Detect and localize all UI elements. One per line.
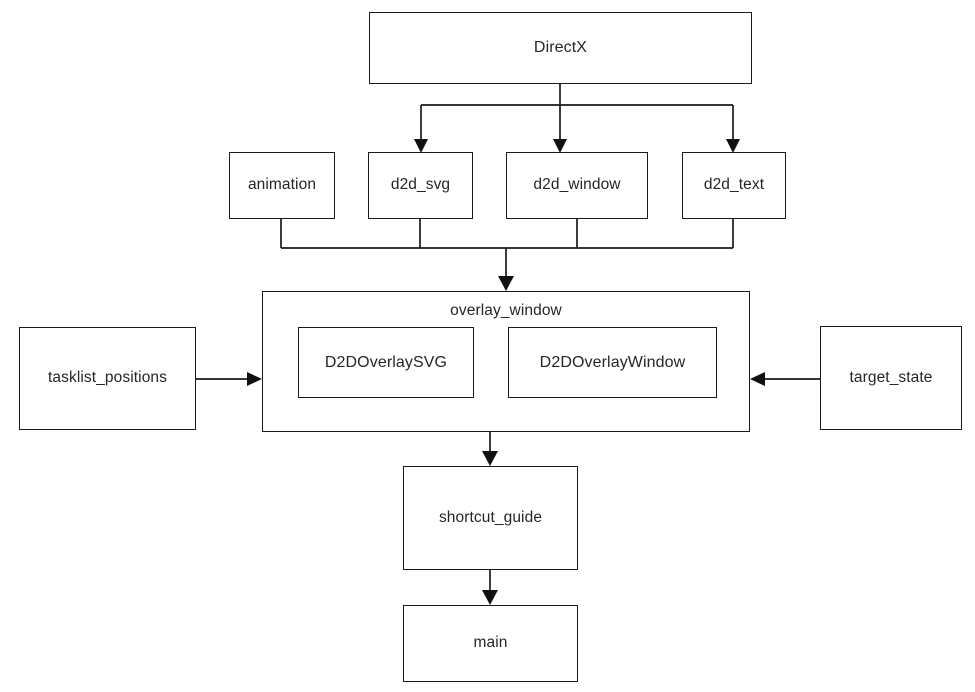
- node-d2d-text-label: d2d_text: [703, 176, 765, 194]
- arrowhead-d2dtext: [726, 139, 740, 153]
- node-main-label: main: [473, 634, 508, 652]
- arrowhead-shortcut-guide: [482, 451, 498, 466]
- node-d2d-text[interactable]: d2d_text: [682, 152, 786, 219]
- node-d2d-svg[interactable]: d2d_svg: [368, 152, 473, 219]
- arrowhead-d2dsvg: [414, 139, 428, 153]
- arrowhead-main: [482, 590, 498, 605]
- node-target-state[interactable]: target_state: [820, 326, 962, 430]
- node-shortcut-guide[interactable]: shortcut_guide: [403, 466, 578, 570]
- arrowhead-overlay-window-top: [498, 276, 514, 291]
- node-target-state-label: target_state: [849, 368, 933, 386]
- node-main[interactable]: main: [403, 605, 578, 682]
- arrowhead-overlay-window-left: [247, 372, 262, 386]
- arrowhead-d2dwindow: [553, 139, 567, 153]
- node-d2d-svg-label: d2d_svg: [390, 176, 451, 194]
- node-d2d-window-label: d2d_window: [533, 176, 621, 194]
- node-d2d-overlay-window[interactable]: D2DOverlayWindow: [508, 327, 717, 398]
- node-d2d-overlay-window-label: D2DOverlayWindow: [539, 353, 686, 371]
- node-animation[interactable]: animation: [229, 152, 335, 219]
- node-shortcut-guide-label: shortcut_guide: [438, 508, 543, 526]
- node-overlay-window-label: overlay_window: [450, 302, 562, 319]
- node-directx[interactable]: DirectX: [369, 12, 752, 84]
- node-d2d-overlay-svg[interactable]: D2DOverlaySVG: [298, 327, 474, 398]
- arrowhead-overlay-window-right: [750, 372, 765, 386]
- node-directx-label: DirectX: [533, 39, 588, 57]
- node-tasklist-positions-label: tasklist_positions: [48, 369, 167, 387]
- node-d2d-window[interactable]: d2d_window: [506, 152, 648, 219]
- node-d2d-overlay-svg-label: D2DOverlaySVG: [324, 353, 448, 371]
- node-animation-label: animation: [247, 176, 317, 194]
- node-tasklist-positions[interactable]: tasklist_positions: [19, 327, 196, 430]
